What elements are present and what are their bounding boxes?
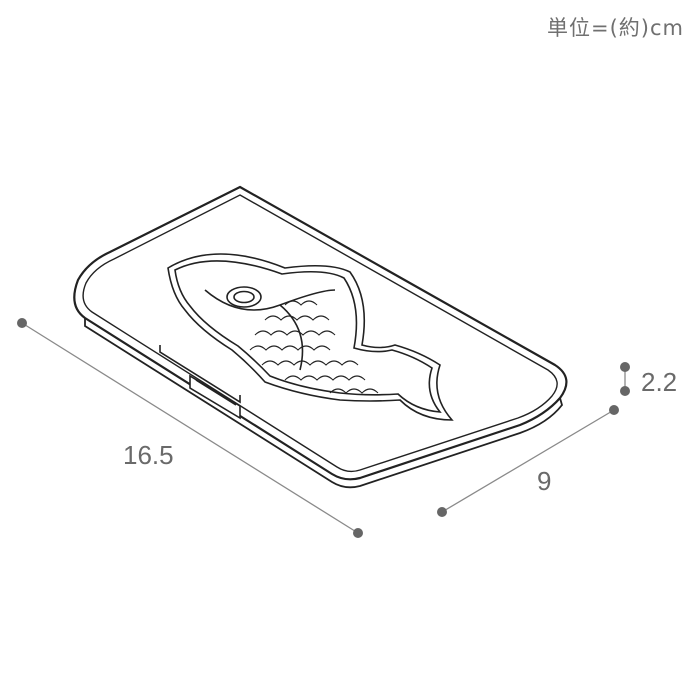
length-dimension-line xyxy=(17,318,363,538)
fish-mold xyxy=(167,253,454,421)
hinge xyxy=(159,345,241,420)
tray-outer-outline xyxy=(73,185,568,481)
width-label: 9 xyxy=(537,466,552,496)
height-dimension-line xyxy=(620,362,630,396)
height-label: 2.2 xyxy=(641,367,678,397)
length-label: 16.5 xyxy=(123,440,174,470)
unit-label: 単位=(約)cm xyxy=(547,16,684,40)
width-dimension-line xyxy=(437,405,619,517)
tray-rim xyxy=(82,194,558,473)
